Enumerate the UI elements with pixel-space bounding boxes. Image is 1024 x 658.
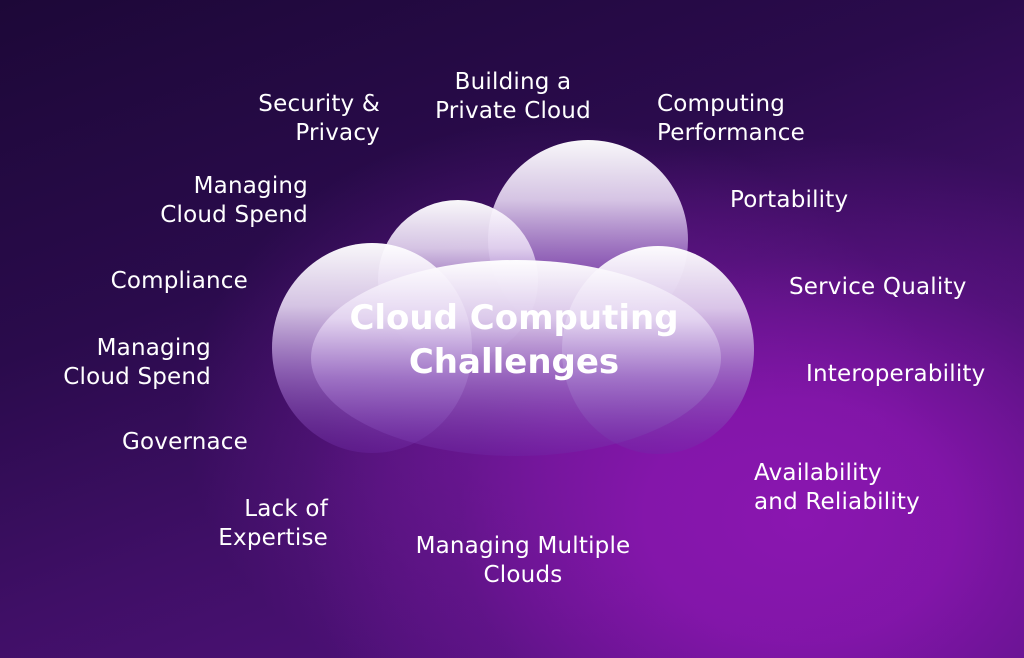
challenge-cloud-spend-top: Managing Cloud Spend [160,173,308,228]
challenge-security-privacy: Security & Privacy [258,91,380,146]
challenge-interoperability: Interoperability [806,361,986,387]
challenge-service-quality: Service Quality [789,274,967,300]
challenge-lack-of-expertise: Lack of Expertise [218,496,328,551]
challenge-compliance: Compliance [110,268,248,294]
challenge-availability-reliability: Availability and Reliability [754,460,920,515]
challenge-private-cloud: Building a Private Cloud [435,69,591,124]
center-title: Cloud Computing Challenges [349,298,679,382]
challenge-multiple-clouds: Managing Multiple Clouds [415,533,631,588]
challenge-cloud-spend-mid: Managing Cloud Spend [63,335,211,390]
challenge-computing-performance: Computing Performance [657,91,805,146]
challenge-governance: Governace [122,429,248,455]
challenge-portability: Portability [730,187,849,213]
